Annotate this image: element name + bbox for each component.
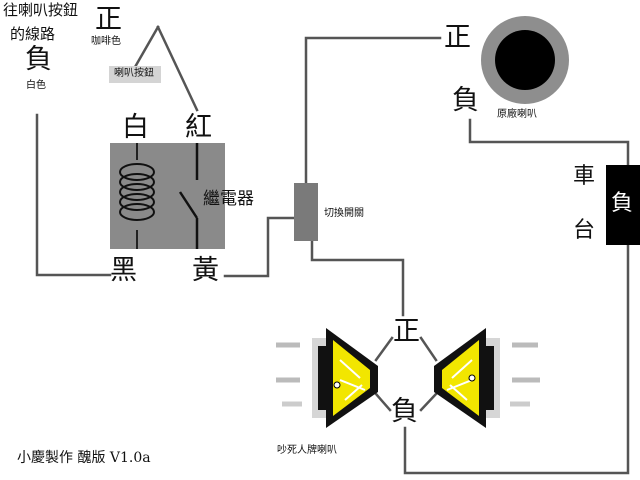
car-label-2: 台	[573, 218, 596, 243]
oem-horn-label: 原廠喇叭	[497, 109, 537, 120]
horn-button-label: 喇叭按鈕	[114, 68, 154, 79]
relay-contact-icon	[178, 143, 199, 249]
wire-switch-to-loud	[310, 238, 405, 317]
wires	[35, 25, 630, 475]
wire-switch-to-oem	[304, 36, 442, 187]
wire-neg-left	[374, 392, 392, 412]
horn-button-strip	[109, 66, 161, 83]
relay-red-label: 紅	[185, 112, 212, 143]
oem-horn-icon	[481, 16, 569, 104]
wire-neg-right	[419, 392, 438, 412]
relay-box	[110, 143, 225, 249]
horn-button-wire-label-1: 往喇叭按鈕	[3, 1, 79, 19]
top-positive-label: 正	[95, 4, 122, 35]
switch-box	[294, 183, 318, 241]
relay-label: 繼電器	[203, 189, 254, 209]
top-negative-label: 負	[25, 44, 52, 75]
relay-white-label: 白	[122, 112, 149, 143]
loud-positive-label: 正	[393, 316, 420, 347]
horn-button-wire-label-2: 的線路	[10, 25, 56, 43]
wire-car-to-loud	[403, 243, 630, 475]
white-color-label: 白色	[26, 80, 46, 91]
coffee-color-label: 咖啡色	[91, 36, 121, 47]
car-label-1: 車	[573, 164, 596, 189]
relay-coil-icon	[119, 163, 155, 221]
car-negative-box	[606, 165, 640, 245]
wire-pos-right	[419, 336, 438, 362]
wire-pos-left	[374, 336, 394, 362]
wire-coffee-to-red	[156, 25, 199, 112]
car-negative-label: 負	[611, 191, 634, 216]
relay-black-label: 黑	[110, 255, 137, 286]
wire-white-to-black	[35, 113, 112, 277]
switch-label: 切換開關	[324, 208, 364, 219]
loud-negative-label: 負	[391, 396, 418, 427]
relay-yellow-label: 黃	[192, 255, 219, 286]
oem-negative-label: 負	[452, 85, 479, 116]
loud-horn-left-icon	[276, 328, 378, 428]
loud-horn-label: 吵死人牌喇叭	[277, 445, 337, 456]
wire-coffee-to-button	[133, 25, 160, 69]
loud-horn-right-icon	[434, 328, 540, 428]
wire-yellow-to-switch	[223, 216, 296, 278]
credit-label: 小慶製作 醜版 V1.0a	[17, 450, 151, 466]
wire-oem-to-car	[468, 118, 630, 167]
oem-positive-label: 正	[444, 22, 471, 53]
